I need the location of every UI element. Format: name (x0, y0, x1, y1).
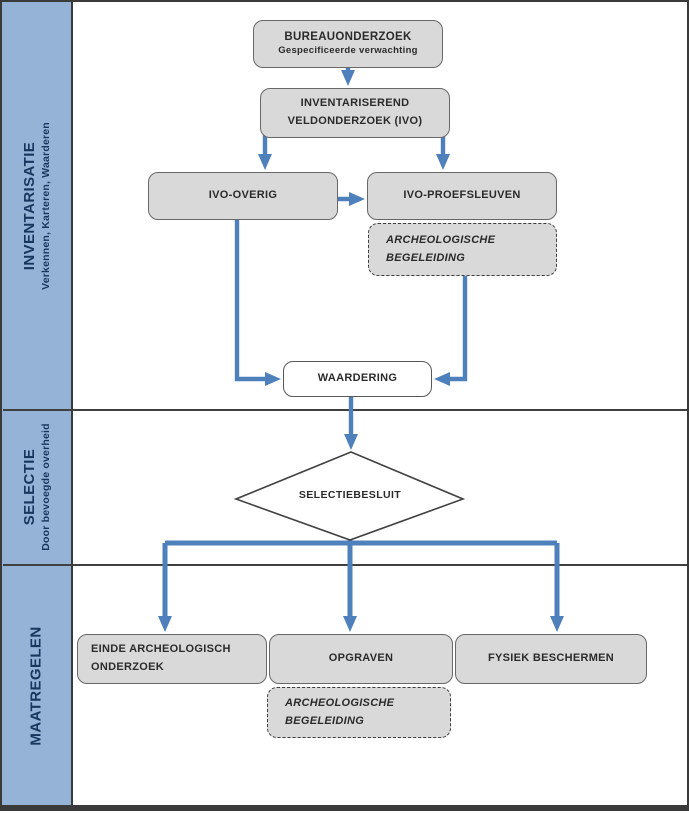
phase-sidebar (2, 2, 73, 805)
node-line1: ARCHEOLOGISCHE (386, 233, 496, 246)
node-label: IVO-PROEFSLEUVEN (403, 189, 521, 202)
node-archeologische-begeleiding-2: ARCHEOLOGISCHE BEGELEIDING (267, 687, 451, 738)
node-line1: ARCHEOLOGISCHE (285, 696, 395, 709)
node-label: WAARDERING (317, 372, 398, 385)
node-line2: BEGELEIDING (386, 251, 466, 264)
node-waardering: WAARDERING (283, 361, 432, 397)
node-label: OPGRAVEN (328, 652, 394, 665)
node-label: IVO-OVERIG (208, 189, 278, 202)
arrow-overig-to-waardering (234, 216, 281, 386)
arrow-begeleiding-to-waardering (434, 272, 468, 386)
node-einde-archeologisch-onderzoek: EINDE ARCHEOLOGISCH ONDERZOEK (77, 634, 267, 684)
node-archeologische-begeleiding-1: ARCHEOLOGISCHE BEGELEIDING (368, 223, 557, 276)
node-selectiebesluit-label: SELECTIEBESLUIT (298, 489, 402, 501)
node-ivo-overig: IVO-OVERIG (148, 172, 338, 220)
node-line2: BEGELEIDING (285, 714, 365, 727)
node-title: BUREAUONDERZOEK (284, 30, 412, 43)
node-line2: VELDONDERZOEK (IVO) (287, 115, 423, 127)
node-line1: EINDE ARCHEOLOGISCH (91, 643, 231, 656)
node-fysiek-beschermen: FYSIEK BESCHERMEN (455, 634, 647, 684)
node-bureauonderzoek: BUREAUONDERZOEK Gespecificeerde verwacht… (253, 20, 443, 68)
node-label: FYSIEK BESCHERMEN (487, 652, 615, 665)
node-ivo-proefsleuven: IVO-PROEFSLEUVEN (367, 172, 557, 220)
node-inventariserend-veldonderzoek: INVENTARISEREND VELDONDERZOEK (IVO) (260, 88, 450, 138)
node-opgraven: OPGRAVEN (269, 634, 453, 684)
node-line1: INVENTARISEREND (300, 97, 410, 110)
node-subtitle: Gespecificeerde verwachting (278, 45, 418, 57)
node-line2: ONDERZOEK (91, 661, 164, 673)
decision-diamond (233, 451, 466, 541)
